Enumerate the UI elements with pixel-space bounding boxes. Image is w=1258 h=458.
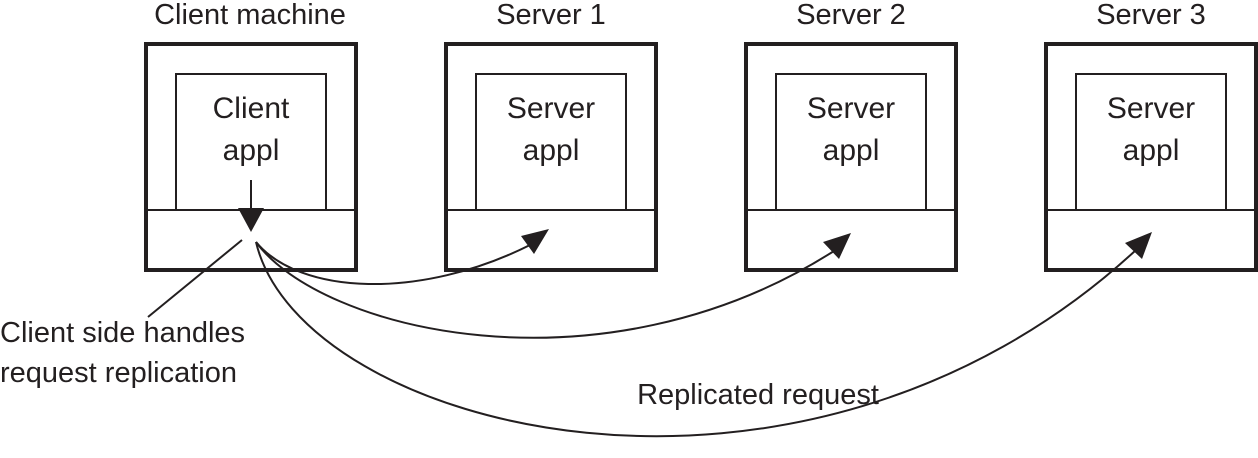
server-2-appl-label-line1: Server: [807, 92, 895, 125]
client-side-pointer-line: [147, 239, 243, 318]
replicated-request-label: Replicated request: [637, 379, 879, 411]
server-1-appl-label-line1: Server: [507, 92, 595, 125]
server-3-appl-label-line1: Server: [1107, 92, 1195, 125]
client-to-middleware-arrow: [238, 180, 264, 232]
client-side-annotation-line2: request replication: [0, 357, 237, 389]
server-3-node: Server 3 Server appl: [1044, 0, 1258, 272]
replicated-request-arrow-server-3: [255, 232, 1152, 438]
server-1-title: Server 1: [496, 0, 606, 31]
client-machine-title: Client machine: [154, 0, 346, 31]
replicated-request-arrow-server-1: [255, 229, 549, 285]
client-machine-box: [144, 42, 358, 272]
server-1-box: [444, 42, 658, 272]
server-3-appl-label-line2: appl: [1123, 134, 1180, 167]
server-2-node: Server 2 Server appl: [744, 0, 958, 272]
server-3-title: Server 3: [1096, 0, 1206, 31]
client-side-annotation-line1: Client side handles: [0, 317, 245, 349]
server-3-box: [1044, 42, 1258, 272]
replicated-request-arrow-server-2: [255, 233, 851, 339]
server-2-appl-label-line2: appl: [823, 134, 880, 167]
server-1-appl-label-line2: appl: [523, 134, 580, 167]
client-appl-label-line1: Client: [213, 92, 290, 125]
server-2-title: Server 2: [796, 0, 906, 31]
server-2-box: [744, 42, 958, 272]
client-appl-label-line2: appl: [223, 134, 280, 167]
server-1-node: Server 1 Server appl: [444, 0, 658, 272]
